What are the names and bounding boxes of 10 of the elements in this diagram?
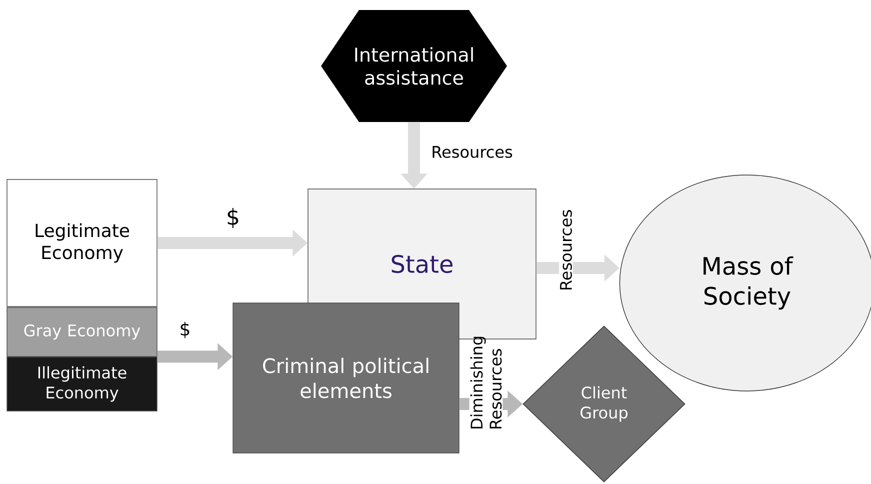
hexagon-node: International assistance (321, 10, 507, 122)
economy-band: Gray Economy (6, 307, 158, 357)
edge-label: $ (178, 320, 192, 340)
edge-label: Diminishing Resources (469, 336, 503, 431)
criminal-box: Criminal political elements (232, 302, 460, 454)
edge-label: Resources (430, 145, 514, 159)
economy-box: Legitimate Economy (6, 179, 158, 307)
economy-band: Illegitimate Economy (6, 356, 158, 412)
edge-label: Resources (559, 210, 573, 292)
edge-label: $ (225, 207, 241, 229)
